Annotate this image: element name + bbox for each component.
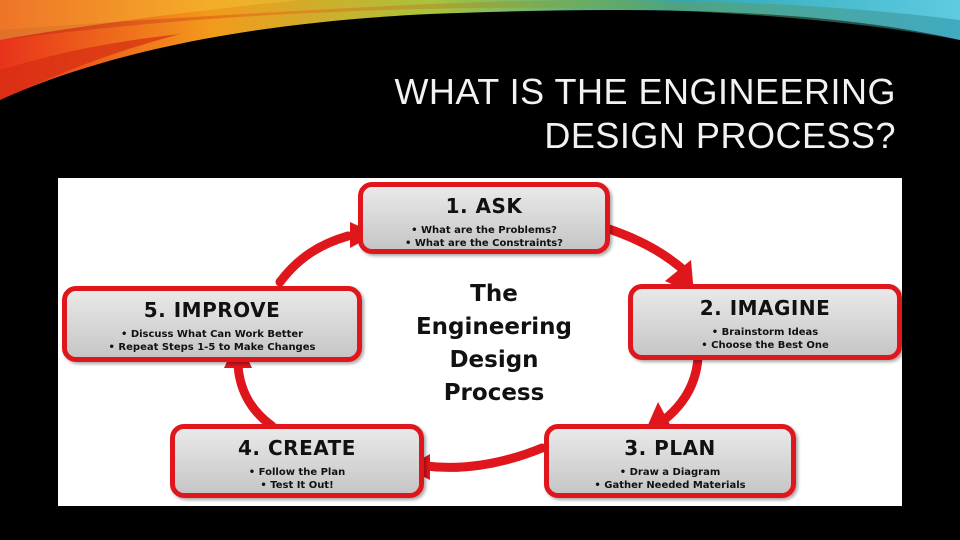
step-create-box: 4. CREATE Follow the Plan Test It Out! [170, 424, 424, 498]
step-create-title: 4. CREATE [175, 436, 419, 460]
center-label-line-1: The [386, 278, 602, 311]
arrow-ask-to-imagine [606, 228, 686, 272]
step-plan-box: 3. PLAN Draw a Diagram Gather Needed Mat… [544, 424, 796, 498]
step-plan-bullet-2: Gather Needed Materials [549, 479, 791, 492]
arrow-improve-to-ask [280, 236, 348, 282]
step-create-bullet-2: Test It Out! [175, 479, 419, 492]
step-ask-bullet-1: What are the Problems? [363, 224, 605, 237]
slide-title: WHAT IS THE ENGINEERING DESIGN PROCESS? [336, 70, 896, 158]
step-improve-title: 5. IMPROVE [67, 298, 357, 322]
arrow-create-to-improve [238, 366, 272, 426]
step-improve-bullet-2: Repeat Steps 1-5 to Make Changes [67, 341, 357, 354]
step-ask-box: 1. ASK What are the Problems? What are t… [358, 182, 610, 254]
step-improve-box: 5. IMPROVE Discuss What Can Work Better … [62, 286, 362, 362]
step-improve-bullets: Discuss What Can Work Better Repeat Step… [67, 328, 357, 354]
step-ask-bullets: What are the Problems? What are the Cons… [363, 224, 605, 250]
step-create-bullet-1: Follow the Plan [175, 466, 419, 479]
step-create-bullets: Follow the Plan Test It Out! [175, 466, 419, 492]
step-plan-title: 3. PLAN [549, 436, 791, 460]
step-ask-title: 1. ASK [363, 194, 605, 218]
center-label-line-4: Process [386, 377, 602, 410]
slide-title-line-2: DESIGN PROCESS? [336, 114, 896, 158]
step-imagine-title: 2. IMAGINE [633, 296, 897, 320]
step-imagine-box: 2. IMAGINE Brainstorm Ideas Choose the B… [628, 284, 902, 360]
step-imagine-bullet-1: Brainstorm Ideas [633, 326, 897, 339]
arrow-plan-to-create [426, 448, 542, 467]
center-label: The Engineering Design Process [386, 278, 602, 410]
step-ask-bullet-2: What are the Constraints? [363, 237, 605, 250]
step-plan-bullets: Draw a Diagram Gather Needed Materials [549, 466, 791, 492]
arrow-imagine-to-plan [664, 358, 698, 420]
step-imagine-bullets: Brainstorm Ideas Choose the Best One [633, 326, 897, 352]
center-label-line-3: Design [386, 344, 602, 377]
slide-title-line-1: WHAT IS THE ENGINEERING [336, 70, 896, 114]
step-plan-bullet-1: Draw a Diagram [549, 466, 791, 479]
center-label-line-2: Engineering [386, 311, 602, 344]
step-imagine-bullet-2: Choose the Best One [633, 339, 897, 352]
engineering-design-process-diagram: 1. ASK What are the Problems? What are t… [58, 178, 902, 506]
step-improve-bullet-1: Discuss What Can Work Better [67, 328, 357, 341]
